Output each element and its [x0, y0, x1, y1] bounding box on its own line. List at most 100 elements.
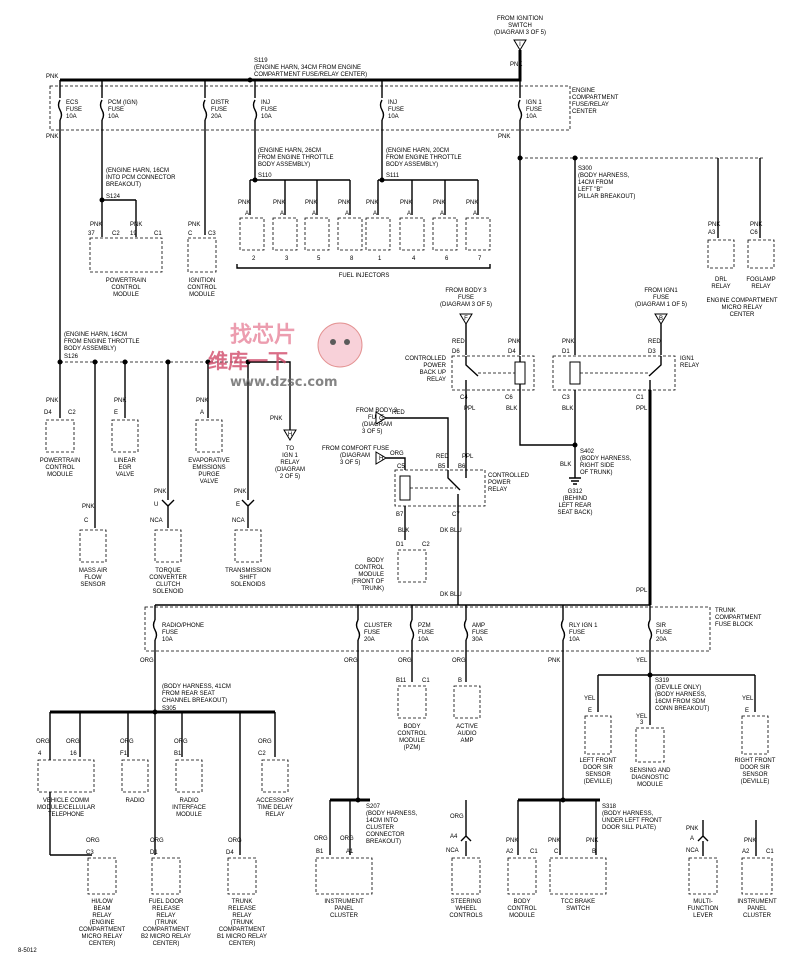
- mfl-nca: NCA: [686, 848, 699, 854]
- svg-text:RADIO/PHONE: RADIO/PHONE: [162, 623, 204, 629]
- g312-l1: (BEHIND: [563, 496, 588, 502]
- pcm-label-3: MODULE: [113, 292, 139, 298]
- phone-pin-16: 16: [70, 751, 77, 757]
- svg-text:PZM: PZM: [418, 623, 431, 629]
- s126-l3: BODY ASSEMBLY): [64, 346, 116, 352]
- trunk-release-relay: [227, 857, 257, 895]
- icm-label-2: CONTROL: [187, 285, 217, 291]
- vehicle-comm-module: [37, 759, 95, 793]
- svg-text:FUSE: FUSE: [656, 630, 672, 636]
- efb-l3: FUSE/RELAY: [572, 102, 609, 108]
- svg-text:SIR: SIR: [656, 623, 667, 629]
- trunk-fuse-cluster: CLUSTER FUSE 20A: [355, 605, 393, 800]
- tcc-pnk: PNK: [154, 489, 166, 495]
- svg-text:4: 4: [412, 256, 416, 262]
- s207-l1: (BODY HARNESS,: [366, 811, 418, 817]
- fb3b-pin: G: [379, 416, 384, 422]
- engine-fuse-ign1: IGN 1 FUSE 10A: [517, 80, 542, 158]
- injector-1: [365, 217, 391, 251]
- ign1-red: RED: [648, 339, 661, 345]
- injector-7: [465, 217, 491, 251]
- svg-text:2: 2: [252, 256, 256, 262]
- drl-label-2: RELAY: [711, 284, 730, 290]
- trunk-fuse-rly-ign1: RLY IGN 1 FUSE 10A: [560, 605, 598, 800]
- s318-l1: (BODY HARNESS,: [602, 811, 654, 817]
- trunkrel-l2: RELEASE: [228, 906, 256, 912]
- s119-id: S119: [254, 58, 268, 64]
- svg-text:1: 1: [378, 256, 382, 262]
- trunk-fuse-sir: SIR FUSE 20A: [647, 605, 672, 675]
- cpr-output-wires: [404, 506, 459, 605]
- ipc2-pin-a2: A2: [742, 849, 750, 855]
- comfort-arrow: [375, 451, 387, 465]
- bcmt-l1: BODY: [367, 558, 384, 564]
- ipc2-pnk: PNK: [744, 838, 756, 844]
- shift-pin: E: [236, 502, 240, 508]
- egr-l3: VALVE: [116, 472, 134, 478]
- pcm2-l1: POWERTRAIN: [40, 458, 81, 464]
- backup-label-2: POWER: [423, 363, 446, 369]
- lf-sir-l1: LEFT FRONT: [580, 758, 617, 764]
- fb3b-l4: 3 OF 5): [362, 429, 382, 435]
- svg-text:DISTR: DISTR: [211, 100, 230, 106]
- s402-id: S402: [580, 449, 595, 455]
- tfb-l2: COMPARTMENT: [715, 615, 762, 621]
- svg-text:FUSE: FUSE: [472, 630, 488, 636]
- backup-relay-switch: [465, 356, 521, 390]
- trunkrel-l3: RELAY: [232, 913, 251, 919]
- ipc2-l3: CLUSTER: [743, 913, 772, 919]
- trunk-ppl: PPL: [636, 588, 648, 594]
- svg-text:10A: 10A: [569, 637, 580, 643]
- to-ign1-l5: 2 OF 5): [280, 474, 300, 480]
- cpr-pin-b7: B7: [396, 512, 404, 518]
- c7-dkblu-2: DK BLU: [440, 592, 462, 598]
- svg-text:10A: 10A: [162, 637, 173, 643]
- to-ign1-pin: H: [288, 432, 292, 438]
- injector-6: [432, 217, 458, 251]
- sensing-diagnostic-module: [635, 727, 665, 763]
- c4-ppl: PPL: [464, 406, 476, 412]
- backup-pin-d6: D6: [452, 349, 460, 355]
- tcc-connector-icon: [161, 499, 175, 507]
- ign1-relay-coil: [569, 361, 581, 385]
- cpr-coil: [399, 475, 411, 501]
- trunk-fuse-pzm: PZM FUSE 10A: [409, 605, 434, 682]
- to-ign1-l3: RELAY: [280, 460, 299, 466]
- svg-text:10A: 10A: [388, 114, 399, 120]
- hi-low-beam-relay: [87, 857, 117, 895]
- s319-l4: CONN BREAKOUT): [655, 706, 709, 712]
- fb3b-arrow: [375, 411, 387, 425]
- tfb-l1: TRUNK: [715, 608, 736, 614]
- svg-text:8: 8: [350, 256, 354, 262]
- tccb-pnk-1: PNK: [548, 838, 560, 844]
- trunkrel-l5: COMPARTMENT: [219, 927, 266, 933]
- cpr-l1: CONTROLLED: [488, 473, 530, 479]
- s207-l5: BREAKOUT): [366, 839, 401, 845]
- comfort-pin: H: [379, 456, 383, 462]
- tcc-l2: CONVERTER: [149, 575, 187, 581]
- tcc-nca: NCA: [150, 518, 163, 524]
- atd-pin: C2: [258, 751, 266, 757]
- ign1-relay-switch: [648, 356, 662, 390]
- ipc-org-2: ORG: [340, 836, 354, 842]
- s126-l2: FROM ENGINE THROTTLE: [64, 339, 140, 345]
- from-ign1-l1: FROM IGN1: [644, 288, 678, 294]
- pcm2-pnk: PNK: [46, 398, 58, 404]
- ign1-pin-c1: C1: [636, 395, 644, 401]
- atd-l1: ACCESSORY: [256, 798, 294, 804]
- lf-sir-yel: YEL: [584, 696, 596, 702]
- tccb-l2: SWITCH: [566, 906, 590, 912]
- cpr-l2: POWER: [488, 480, 511, 486]
- s319-l3: 16CM FROM SDM: [655, 699, 705, 705]
- from-body3-pin: F: [464, 316, 468, 322]
- lf-sir-l4: (DEVILLE): [584, 779, 613, 785]
- s111-id: S111: [386, 173, 400, 179]
- tccb-pnk-2: PNK: [586, 838, 598, 844]
- pcm-pin-19: 19: [130, 231, 137, 237]
- s207-l2: 14CM INTO: [366, 818, 398, 824]
- ign1-pin-d1: D1: [562, 349, 570, 355]
- icm-pnk: PNK: [188, 222, 200, 228]
- backup-label-1: CONTROLLED: [405, 356, 447, 362]
- shift-l1: TRANSMISSION: [225, 568, 271, 574]
